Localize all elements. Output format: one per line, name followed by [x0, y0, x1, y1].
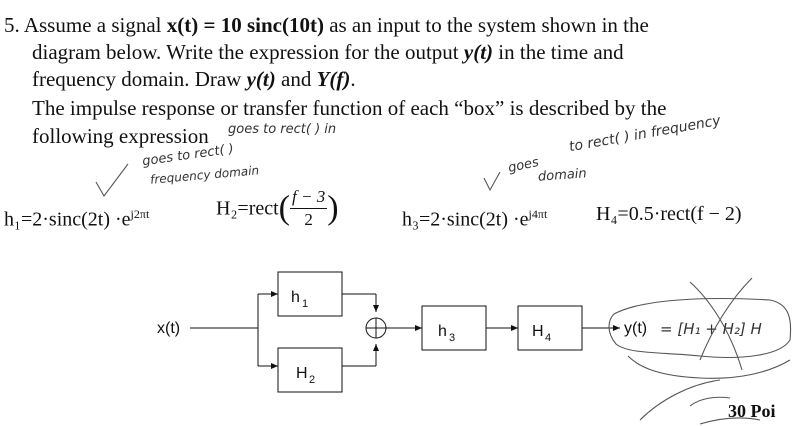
block-H4	[517, 305, 583, 351]
block-h3	[421, 305, 487, 351]
block-h1-label: h	[291, 289, 300, 306]
scribble-curve-1	[627, 355, 791, 379]
problem-line-4: The impulse response or transfer functio…	[32, 96, 667, 120]
block-h1	[277, 271, 343, 317]
problem-line-5: following expression	[32, 124, 209, 148]
scribble-cross-1	[689, 281, 743, 371]
check-mark-1	[95, 163, 129, 197]
svg-text:4: 4	[545, 332, 551, 344]
block-H4-label: H	[532, 323, 544, 340]
scribble-curve-4	[699, 417, 761, 425]
equation-H4: H₄=0.5·rect(f − 2)	[596, 203, 742, 225]
output-label: y(t)	[624, 320, 647, 337]
scribble-curve-2	[639, 379, 721, 421]
block-h3-label: h	[438, 323, 447, 340]
block-H2	[277, 347, 343, 393]
answer-scribble: = [H₁ + H₂] H	[660, 320, 762, 338]
svg-text:1: 1	[302, 298, 308, 310]
signal-expression: x(t) = 10 sinc(10t)	[166, 13, 324, 37]
problem-number: 5.	[4, 13, 20, 37]
problem-line-1: 5. Assume a signal x(t) = 10 sinc(10t) a…	[4, 13, 649, 37]
scribble-cross-2	[699, 277, 753, 361]
scribble-cloud	[608, 297, 792, 358]
check-mark-2	[483, 171, 501, 192]
problem-line-3: frequency domain. Draw y(t) and Y(f).	[32, 67, 356, 91]
points-label: 30 Poi	[728, 401, 776, 421]
block-H2-label: H	[296, 365, 308, 382]
equation-h1: h₁=2·sinc(2t) ·ej2πt	[4, 207, 150, 231]
svg-text:2: 2	[309, 374, 315, 386]
input-label: x(t)	[157, 320, 180, 337]
handwritten-note-1a: goes to rect( ) in	[228, 122, 337, 137]
svg-text:3: 3	[449, 332, 455, 344]
problem-line-2: diagram below. Write the expression for …	[32, 40, 624, 64]
scribble-curve-3	[689, 396, 731, 407]
equation-h3: h₃=2·sinc(2t) ·ej4πt	[402, 207, 548, 231]
